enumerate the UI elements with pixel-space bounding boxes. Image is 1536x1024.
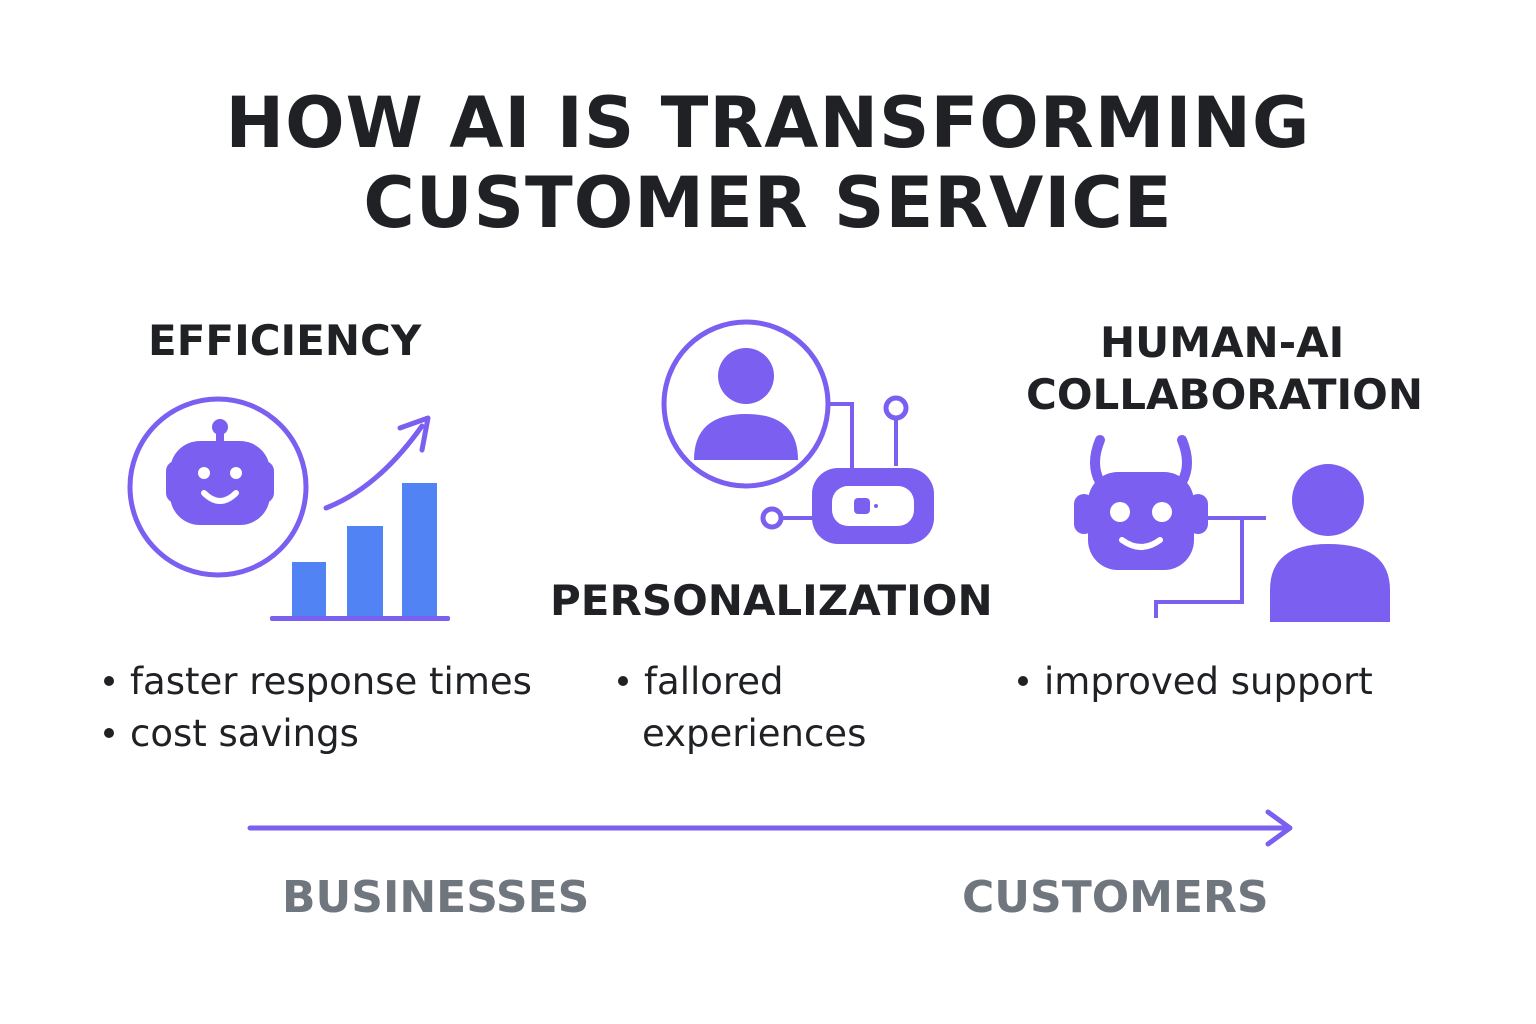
rising-bar-chart-icon bbox=[270, 415, 450, 621]
personalization-heading: PERSONALIZATION bbox=[550, 576, 993, 625]
efficiency-bullet-1: faster response times bbox=[130, 660, 532, 703]
chatbot-headset-icon bbox=[127, 396, 309, 578]
businesses-label: BUSINESSES bbox=[282, 872, 590, 923]
personalization-bullet-1: fallored bbox=[644, 660, 784, 703]
page-title-line-1: HOW AI IS TRANSFORMING bbox=[225, 82, 1311, 164]
collaboration-heading-line-2: COLLABORATION bbox=[1026, 370, 1423, 419]
page-title-line-2: CUSTOMER SERVICE bbox=[363, 162, 1173, 244]
efficiency-bullet-dot bbox=[104, 676, 114, 686]
collaboration-bullet-1: improved support bbox=[1044, 660, 1373, 703]
customers-label: CUSTOMERS bbox=[962, 872, 1269, 923]
user-profile-icon bbox=[661, 319, 831, 489]
person-icon bbox=[1270, 464, 1390, 622]
efficiency-bullet-2: cost savings bbox=[130, 712, 359, 755]
businesses-to-customers-arrow bbox=[247, 809, 1293, 847]
efficiency-bullet-dot bbox=[104, 728, 114, 738]
efficiency-heading: EFFICIENCY bbox=[148, 316, 422, 365]
collaboration-bullet-dot bbox=[1018, 676, 1028, 686]
collaboration-heading-line-1: HUMAN-AI bbox=[1100, 318, 1345, 367]
robot-icon bbox=[812, 468, 934, 544]
personalization-user-robot-icon bbox=[661, 319, 934, 544]
human-ai-collaboration-icon bbox=[1074, 435, 1390, 622]
personalization-bullet-dot bbox=[618, 676, 628, 686]
robot-icon bbox=[1074, 435, 1208, 570]
personalization-bullet-2: experiences bbox=[642, 712, 867, 755]
